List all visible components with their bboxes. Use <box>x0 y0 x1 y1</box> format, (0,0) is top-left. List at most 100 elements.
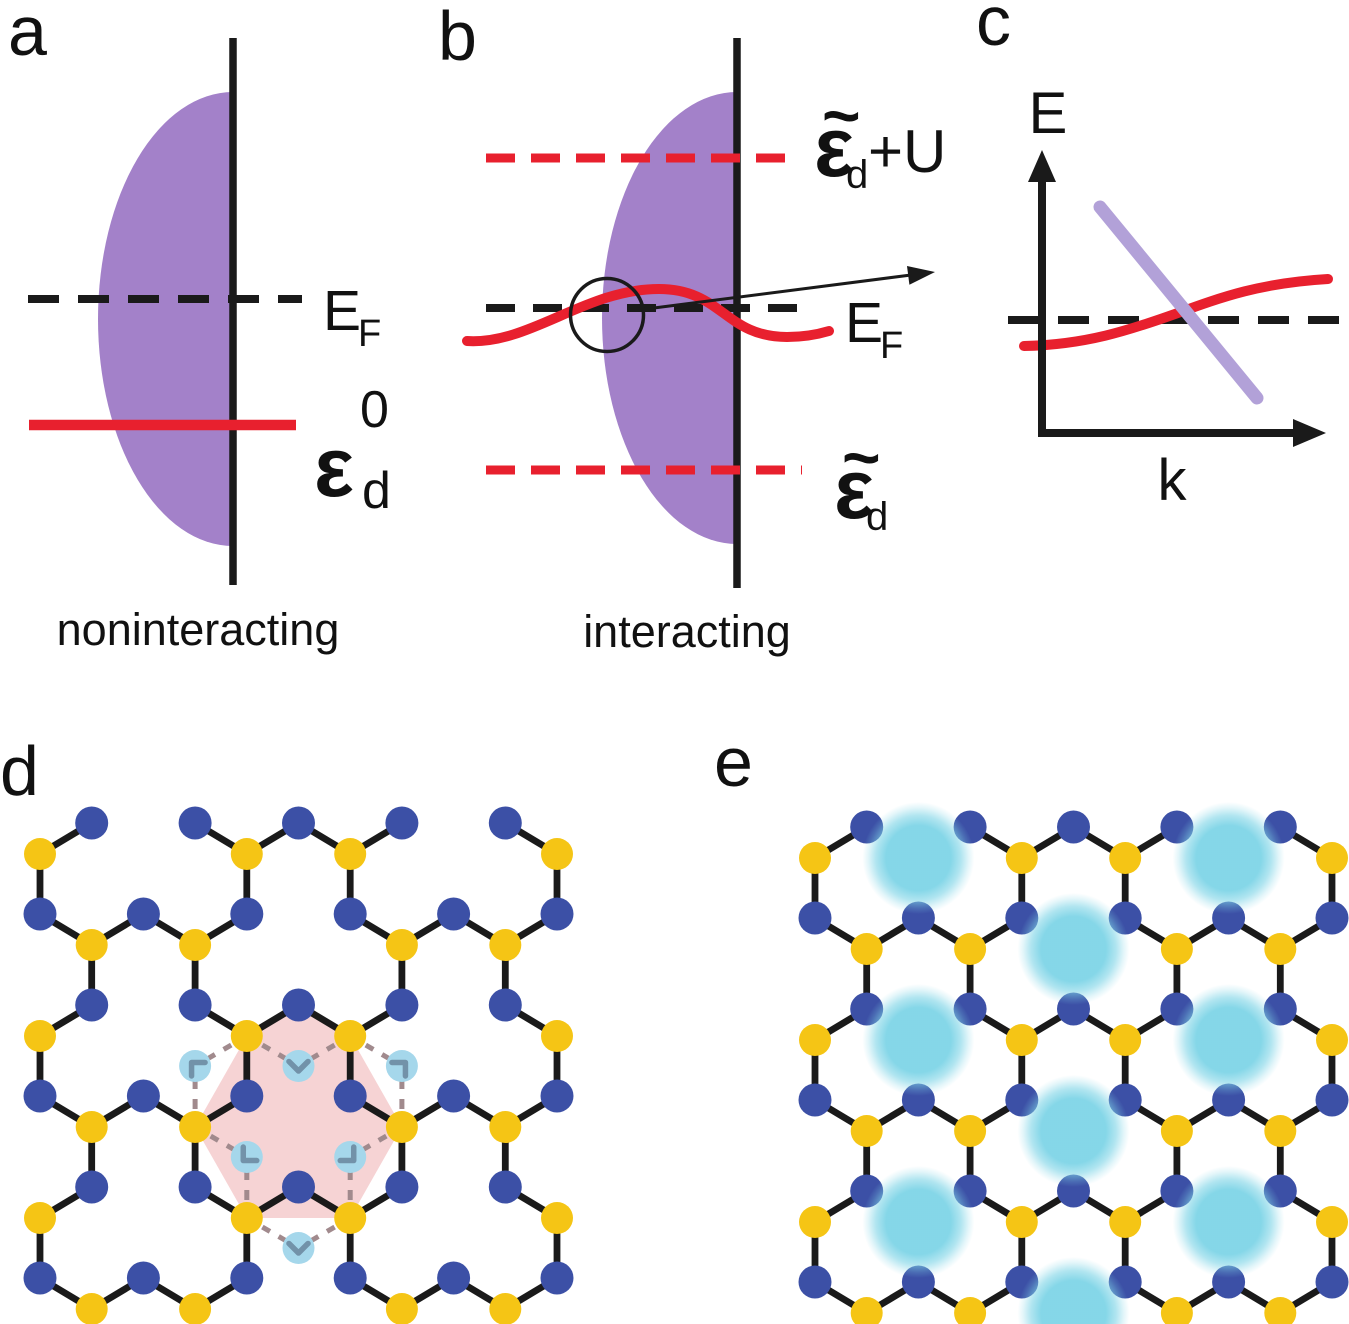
kondo-cloud <box>862 802 975 914</box>
metal-atom <box>488 988 522 1022</box>
panel-label-c: c <box>976 0 1011 60</box>
panel-c: c E k <box>976 0 1349 513</box>
panel-label-a: a <box>8 0 47 70</box>
panel-a: a E F ε 0 d noninteracting <box>8 0 391 655</box>
chalcogen-atom <box>24 1020 56 1052</box>
chalcogen-atom <box>489 1293 522 1324</box>
chalcogen-atom <box>1316 842 1348 874</box>
chalcogen-atom <box>1316 1206 1348 1238</box>
ghost-bond-dashed <box>261 1224 290 1245</box>
chalcogen-atom <box>541 1020 573 1052</box>
lower-level-sub: d <box>866 495 888 539</box>
chalcogen-atom <box>1160 933 1193 965</box>
chalcogen-atom <box>954 1297 987 1324</box>
chalcogen-atom <box>385 1293 418 1324</box>
kondo-resonance-curve <box>462 283 834 347</box>
chalcogen-atom <box>954 1115 987 1147</box>
caption-b: interacting <box>583 606 791 657</box>
metal-atom <box>230 1079 264 1113</box>
lower-level-tilde: ~ <box>842 420 881 494</box>
metal-atom <box>385 1170 419 1204</box>
metal-atom <box>23 1079 57 1113</box>
kondo-cloud <box>1172 984 1285 1096</box>
chalcogen-atom <box>385 1111 418 1143</box>
kondo-clouds <box>862 802 1285 1324</box>
metal-atom <box>540 1079 574 1113</box>
metal-atom <box>798 1083 832 1117</box>
chalcogen-atom <box>230 838 263 870</box>
epsilon-label-a-sub: d <box>362 462 391 520</box>
ghost-bond-dashed <box>209 1133 238 1154</box>
metal-atom <box>540 1261 574 1295</box>
ghost-atom <box>179 1050 212 1082</box>
chalcogen-atom <box>1109 842 1142 874</box>
kondo-cloud <box>1172 1166 1285 1278</box>
chalcogen-atom <box>179 929 212 961</box>
chalcogen-atom <box>850 1115 883 1147</box>
ghost-displacement-chevron <box>286 1058 311 1074</box>
chalcogen-atom <box>334 1020 367 1052</box>
chalcogen-atom <box>799 1206 831 1238</box>
zoom-annotation-circle <box>568 276 646 354</box>
chalcogen-atom <box>799 1024 831 1056</box>
ghost-displacement-chevron <box>389 1059 409 1079</box>
ghost-bond-dashed <box>261 1042 290 1063</box>
fermi-label-b: E <box>845 291 883 355</box>
chalcogen-atom <box>1264 1297 1297 1324</box>
panel-b: b ~ ε d +U E F ~ ε d interacting <box>438 0 946 657</box>
metal-atom <box>798 1265 832 1299</box>
metal-atom <box>23 1261 57 1295</box>
panel-label-b: b <box>438 0 477 75</box>
chalcogen-atom <box>1264 933 1297 965</box>
chalcogen-atom <box>954 933 987 965</box>
ghost-atom <box>230 1141 263 1173</box>
ghost-displacement-chevron <box>188 1059 208 1079</box>
chalcogen-atom <box>334 838 367 870</box>
ghost-atom <box>282 1050 315 1082</box>
ghost-bond-dashed <box>307 1042 336 1063</box>
energy-axis-arrowhead <box>1028 150 1056 182</box>
metal-atom <box>385 988 419 1022</box>
metal-atom <box>1315 901 1349 935</box>
kondo-cloud <box>1172 802 1285 914</box>
chalcogen-atom <box>541 838 573 870</box>
chalcogen-atom <box>1005 1024 1038 1056</box>
metal-atom <box>230 1261 264 1295</box>
dispersive-band-line <box>1093 200 1264 405</box>
epsilon-label-a: ε <box>314 420 354 514</box>
chalcogen-atom <box>24 838 56 870</box>
upper-level-sub: d <box>846 153 868 197</box>
ghost-atom <box>334 1141 367 1173</box>
chalcogen-atom <box>230 1020 263 1052</box>
chalcogen-atom <box>489 929 522 961</box>
chalcogen-atom <box>1160 1115 1193 1147</box>
fermi-label-b-sub: F <box>880 325 903 367</box>
metal-atom <box>333 1079 367 1113</box>
metal-atom <box>1315 1083 1349 1117</box>
epsilon-label-a-sup: 0 <box>360 381 389 439</box>
momentum-axis-arrowhead <box>1293 419 1326 447</box>
kondo-cloud <box>1017 893 1130 1005</box>
metal-atom <box>282 1170 315 1204</box>
annotation-arrow-line <box>645 273 912 311</box>
fermi-label-a: E <box>323 279 361 343</box>
metal-atom <box>333 1261 367 1295</box>
fermi-label-a-sub: F <box>358 313 381 355</box>
metal-atom <box>75 806 109 840</box>
ghost-bond-dashed <box>359 1133 388 1154</box>
chalcogen-atom <box>489 1111 522 1143</box>
chalcogen-atom <box>1264 1115 1297 1147</box>
ghost-atom <box>282 1232 315 1264</box>
annotation-arrow-head <box>907 266 935 285</box>
caption-a: noninteracting <box>57 604 340 655</box>
chalcogen-atom <box>1109 1206 1142 1238</box>
chalcogen-atom <box>75 1111 108 1143</box>
metal-atom <box>282 988 315 1022</box>
panel-d: d <box>0 732 574 1324</box>
metal-atom <box>437 1079 471 1113</box>
ghost-bonds <box>192 1042 405 1245</box>
energy-axis-label: E <box>1029 81 1068 146</box>
panel-e: e <box>714 723 1349 1324</box>
ghost-displacement-chevron <box>337 1144 357 1164</box>
